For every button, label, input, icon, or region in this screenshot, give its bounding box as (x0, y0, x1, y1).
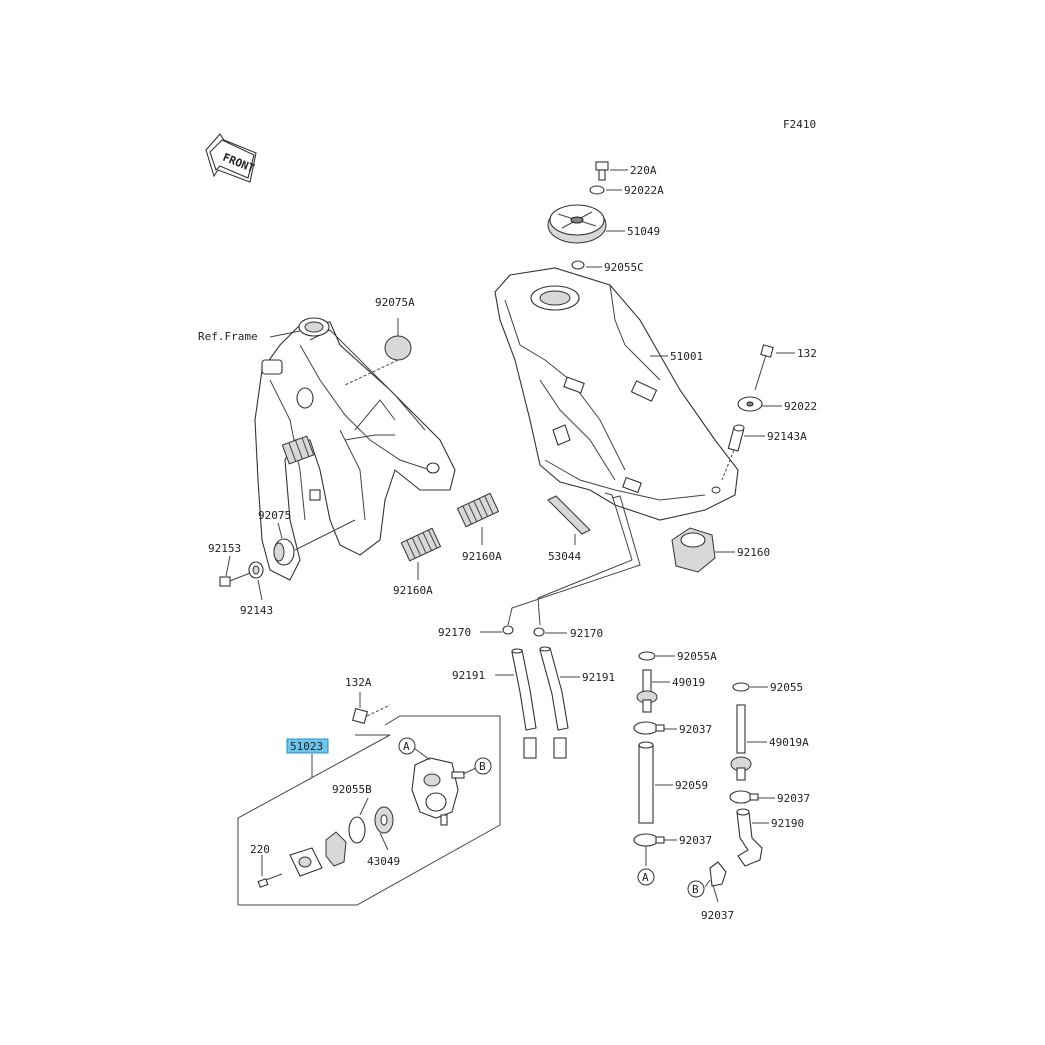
label-92055: 92055 (770, 681, 803, 694)
fuel-tap-body[interactable] (411, 757, 465, 826)
svg-text:A: A (642, 871, 649, 884)
label-92143A: 92143A (767, 430, 807, 443)
front-arrow-icon: FRONT (205, 133, 257, 183)
part-132A[interactable]: 132A (345, 676, 391, 725)
svg-text:A: A (403, 740, 410, 753)
part-49019[interactable]: 49019 (636, 669, 705, 713)
part-92022[interactable]: 92022 (737, 396, 817, 413)
label-92055A: 92055A (677, 650, 717, 663)
svg-text:B: B (479, 760, 486, 773)
label-51049: 51049 (627, 225, 660, 238)
label-43049: 43049 (367, 855, 400, 868)
part-92055C[interactable]: 92055C (571, 260, 644, 274)
callout-a-left: A (398, 737, 431, 761)
fuel-tank-51001[interactable]: 51001 (494, 267, 739, 521)
label-92022A: 92022A (624, 184, 664, 197)
part-49019A[interactable]: 49019A (730, 704, 809, 781)
label-132: 132 (797, 347, 817, 360)
callout-a-right: A (637, 868, 655, 886)
part-92022A[interactable]: 92022A (589, 184, 664, 197)
part-92037-4[interactable]: 92037 (701, 861, 734, 922)
part-43049[interactable]: 43049 (367, 806, 400, 868)
label-92075A: 92075A (375, 296, 415, 309)
svg-text:B: B (692, 883, 699, 896)
part-92190[interactable]: 92190 (736, 808, 804, 867)
fuel-tap-assembly-box (237, 715, 501, 906)
label-92160A-2: 92160A (462, 550, 502, 563)
label-92075: 92075 (258, 509, 291, 522)
part-92191-1[interactable]: 92191 (452, 648, 537, 759)
label-49019: 49019 (672, 676, 705, 689)
callout-b-left: B (462, 757, 492, 775)
label-92191-1: 92191 (452, 669, 485, 682)
part-92055A[interactable]: 92055A (638, 650, 717, 663)
part-132[interactable]: 132 (754, 344, 817, 391)
breather-routing (537, 492, 633, 626)
label-92037-1: 92037 (679, 723, 712, 736)
part-92055[interactable]: 92055 (732, 681, 803, 694)
frame-illustration (254, 317, 456, 581)
part-92143A[interactable]: 92143A (721, 424, 807, 481)
label-92037-2: 92037 (777, 792, 810, 805)
part-92191-2[interactable]: 92191 (539, 646, 615, 759)
label-220: 220 (250, 843, 270, 856)
part-92160A-1[interactable]: 92160A (393, 527, 442, 597)
label-92170-2: 92170 (570, 627, 603, 640)
part-92037-1[interactable]: 92037 (633, 721, 712, 736)
part-220[interactable]: 220 (250, 843, 283, 888)
label-220A: 220A (630, 164, 657, 177)
part-92160[interactable]: 92160 (671, 527, 770, 573)
part-53044[interactable]: 53044 (547, 495, 591, 563)
label-132A: 132A (345, 676, 372, 689)
part-92037-2[interactable]: 92037 (729, 790, 810, 805)
part-51023[interactable]: 51023 (286, 738, 329, 778)
part-92075A[interactable]: 92075A (344, 296, 415, 386)
part-51049[interactable]: 51049 (547, 204, 660, 244)
part-92037-3[interactable]: 92037 (633, 833, 712, 866)
diagram-code: F2410 (783, 118, 816, 131)
label-51001: 51001 (670, 350, 703, 363)
label-92153: 92153 (208, 542, 241, 555)
highlight-51023 (286, 738, 329, 754)
fuel-tap-plate[interactable] (289, 847, 323, 877)
part-92160A-2[interactable]: 92160A (456, 492, 502, 563)
label-92022: 92022 (784, 400, 817, 413)
label-92055C: 92055C (604, 261, 644, 274)
label-92143: 92143 (240, 604, 273, 617)
part-92153[interactable]: 92153 (208, 542, 251, 587)
callout-b-right: B (687, 880, 705, 898)
label-92170-1: 92170 (438, 626, 471, 639)
label-92191-2: 92191 (582, 671, 615, 684)
fuel-tap-lever[interactable] (325, 831, 347, 867)
label-92160A-1: 92160A (393, 584, 433, 597)
label-92037-4: 92037 (701, 909, 734, 922)
label-92160: 92160 (737, 546, 770, 559)
ref-frame-label: Ref.Frame (198, 330, 258, 343)
label-49019A: 49019A (769, 736, 809, 749)
label-92055B: 92055B (332, 783, 372, 796)
part-92143[interactable]: 92143 (240, 561, 273, 617)
label-51023: 51023 (290, 740, 323, 753)
part-92055B[interactable]: 92055B (332, 783, 372, 844)
part-92170-1[interactable]: 92170 (438, 625, 514, 639)
part-92170-2[interactable]: 92170 (533, 627, 603, 640)
part-220A[interactable]: 220A (595, 161, 657, 181)
label-92190: 92190 (771, 817, 804, 830)
label-92037-3: 92037 (679, 834, 712, 847)
part-92075[interactable]: 92075 (258, 509, 356, 566)
label-92059: 92059 (675, 779, 708, 792)
label-53044: 53044 (548, 550, 581, 563)
part-92059[interactable]: 92059 (638, 741, 708, 824)
